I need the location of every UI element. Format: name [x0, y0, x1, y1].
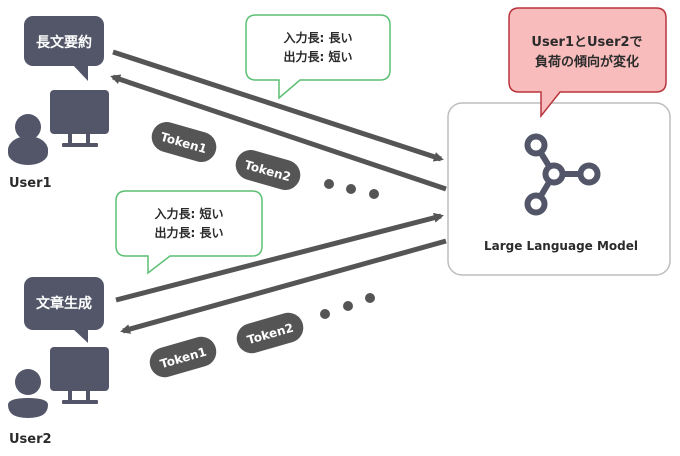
token-pill: Token1: [149, 336, 217, 378]
note-user1-lengths: 入力長: 長い 出力長: 短い: [245, 14, 391, 100]
arrow-llm-to-user1: [110, 74, 447, 192]
note2-line2: 出力長: 長い: [155, 225, 224, 240]
arrow-user2-to-llm: [115, 212, 444, 303]
user1-task-label: 長文要約: [36, 34, 92, 51]
user2-task-label: 文章生成: [36, 295, 92, 312]
note2-line1: 入力長: 短い: [155, 206, 224, 221]
user2-group: 文章生成 User2: [8, 277, 109, 447]
token-pill: Token1: [151, 122, 217, 162]
user1-computer-icon: [50, 90, 109, 147]
alert-line2: 負荷の傾向が変化: [535, 54, 639, 70]
user2-computer-icon: [50, 347, 109, 404]
user1-person-icon: [8, 114, 48, 165]
llm-label: Large Language Model: [484, 239, 638, 253]
alert-line1: User1とUser2で: [531, 35, 642, 50]
user2-person-icon: [8, 369, 48, 418]
token-pill: Token2: [235, 150, 301, 190]
user1-speech-bubble: 長文要約: [24, 16, 104, 81]
arrow-user1-to-llm: [112, 49, 444, 162]
note1-line2: 出力長: 短い: [284, 49, 353, 64]
user1-group: 長文要約 User1: [8, 16, 109, 191]
user1-label: User1: [9, 176, 52, 191]
ellipsis-dots-user2: [320, 293, 375, 319]
user2-label: User2: [9, 432, 52, 447]
note1-line1: 入力長: 長い: [284, 30, 353, 45]
arrow-llm-to-user2: [120, 238, 447, 334]
alert-callout: User1とUser2で 負荷の傾向が変化: [508, 7, 667, 119]
ellipsis-dots-user1: [324, 179, 379, 199]
token-pill: Token2: [236, 312, 304, 354]
llm-box: Large Language Model: [447, 102, 671, 276]
user2-speech-bubble: 文章生成: [24, 277, 104, 343]
hub-nodes-icon: [524, 133, 601, 216]
note-user2-lengths: 入力長: 短い 出力長: 長い: [115, 190, 263, 275]
